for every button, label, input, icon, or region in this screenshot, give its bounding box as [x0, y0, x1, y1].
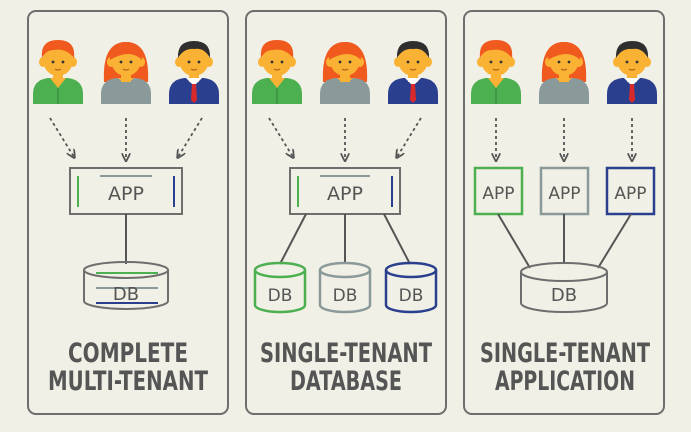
app-db-link-right [383, 213, 411, 265]
arrows-group [49, 117, 632, 160]
users-group [33, 40, 657, 104]
app-db-link-left [497, 213, 531, 269]
user-woman-icon [320, 42, 370, 104]
database-cylinder-green [253, 261, 307, 314]
panel-complete-multi-tenant [27, 10, 229, 415]
app-db-link-right [597, 213, 632, 269]
panel-3-contents: APP APP APP DB SINGLE-TENANT APPLICATION [473, 166, 656, 397]
app-label: APP [614, 184, 646, 204]
arrow-icon [49, 117, 74, 157]
db-label: DB [333, 286, 358, 306]
database-cylinder-blue [384, 261, 438, 314]
db-label: DB [399, 286, 424, 306]
app-label: APP [548, 184, 580, 204]
panel-2-contents: APP DB DB DB SINGLE-TENANT DATABASE [253, 167, 438, 397]
db-label: DB [268, 286, 293, 306]
panel-single-tenant-database [245, 10, 447, 415]
user-businessman-icon [607, 41, 657, 104]
app-label: APP [482, 184, 514, 204]
user-man-icon [33, 40, 83, 104]
arrow-icon [397, 117, 422, 157]
database-cylinder-gray [318, 261, 372, 314]
user-woman-icon [539, 42, 589, 104]
panel-1-title-line-1: COMPLETE [68, 338, 188, 369]
panel-single-tenant-application [463, 10, 665, 415]
app-db-link-left [279, 213, 307, 265]
app-label: APP [327, 183, 363, 205]
user-man-icon [252, 40, 302, 104]
panel-3-title-line-2: APPLICATION [495, 366, 635, 397]
arrow-icon [268, 117, 293, 157]
user-woman-icon [101, 42, 151, 104]
app-label: APP [108, 183, 144, 205]
arrow-icon [178, 117, 203, 157]
database-cylinder [520, 262, 608, 313]
db-label: DB [113, 284, 139, 305]
panel-1-title-line-2: MULTI-TENANT [48, 366, 208, 397]
user-businessman-icon [169, 41, 219, 104]
user-man-icon [471, 40, 521, 104]
database-cylinder [83, 261, 169, 310]
panel-1-contents: APP DB COMPLETE MULTI-TENANT [48, 167, 208, 397]
panel-2-title-line-2: DATABASE [290, 366, 402, 397]
user-businessman-icon [388, 41, 438, 104]
db-label: DB [551, 285, 577, 306]
panel-3-title-line-1: SINGLE-TENANT [480, 338, 650, 369]
panel-2-title-line-1: SINGLE-TENANT [260, 338, 432, 369]
